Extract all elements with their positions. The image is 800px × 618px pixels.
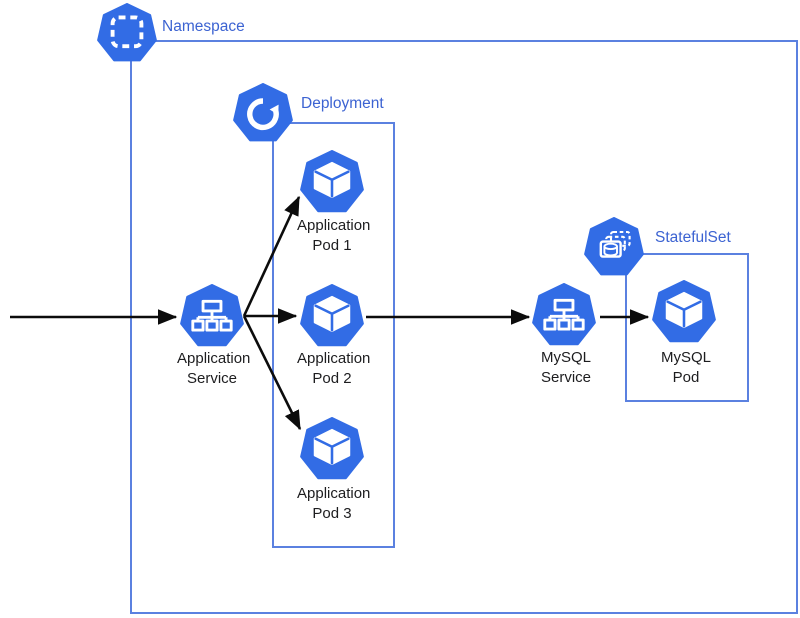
node-label-application-service: Application Service <box>177 350 251 387</box>
namespace-icon <box>97 3 157 63</box>
deployment-icon <box>233 83 293 143</box>
namespace-label: Namespace <box>162 18 245 35</box>
node-label-mysql-pod: MySQL Pod <box>660 349 711 386</box>
node-label-application-pod-1: Application Pod 1 <box>297 217 371 254</box>
node-label-application-pod-2: Application Pod 2 <box>297 350 371 387</box>
node-label-application-pod-3: Application Pod 3 <box>297 485 371 522</box>
service-icon[interactable] <box>532 283 596 347</box>
node-label-mysql-service: MySQL Service <box>540 349 592 386</box>
service-icon[interactable] <box>180 284 244 348</box>
pod-icon[interactable] <box>652 280 716 344</box>
statefulset-box <box>625 253 749 402</box>
statefulset-icon <box>584 217 644 277</box>
statefulset-label: StatefulSet <box>655 229 731 246</box>
deployment-label: Deployment <box>301 95 384 112</box>
namespace-box <box>130 40 798 614</box>
pod-icon[interactable] <box>300 150 364 214</box>
pod-icon[interactable] <box>300 417 364 481</box>
pod-icon[interactable] <box>300 284 364 348</box>
